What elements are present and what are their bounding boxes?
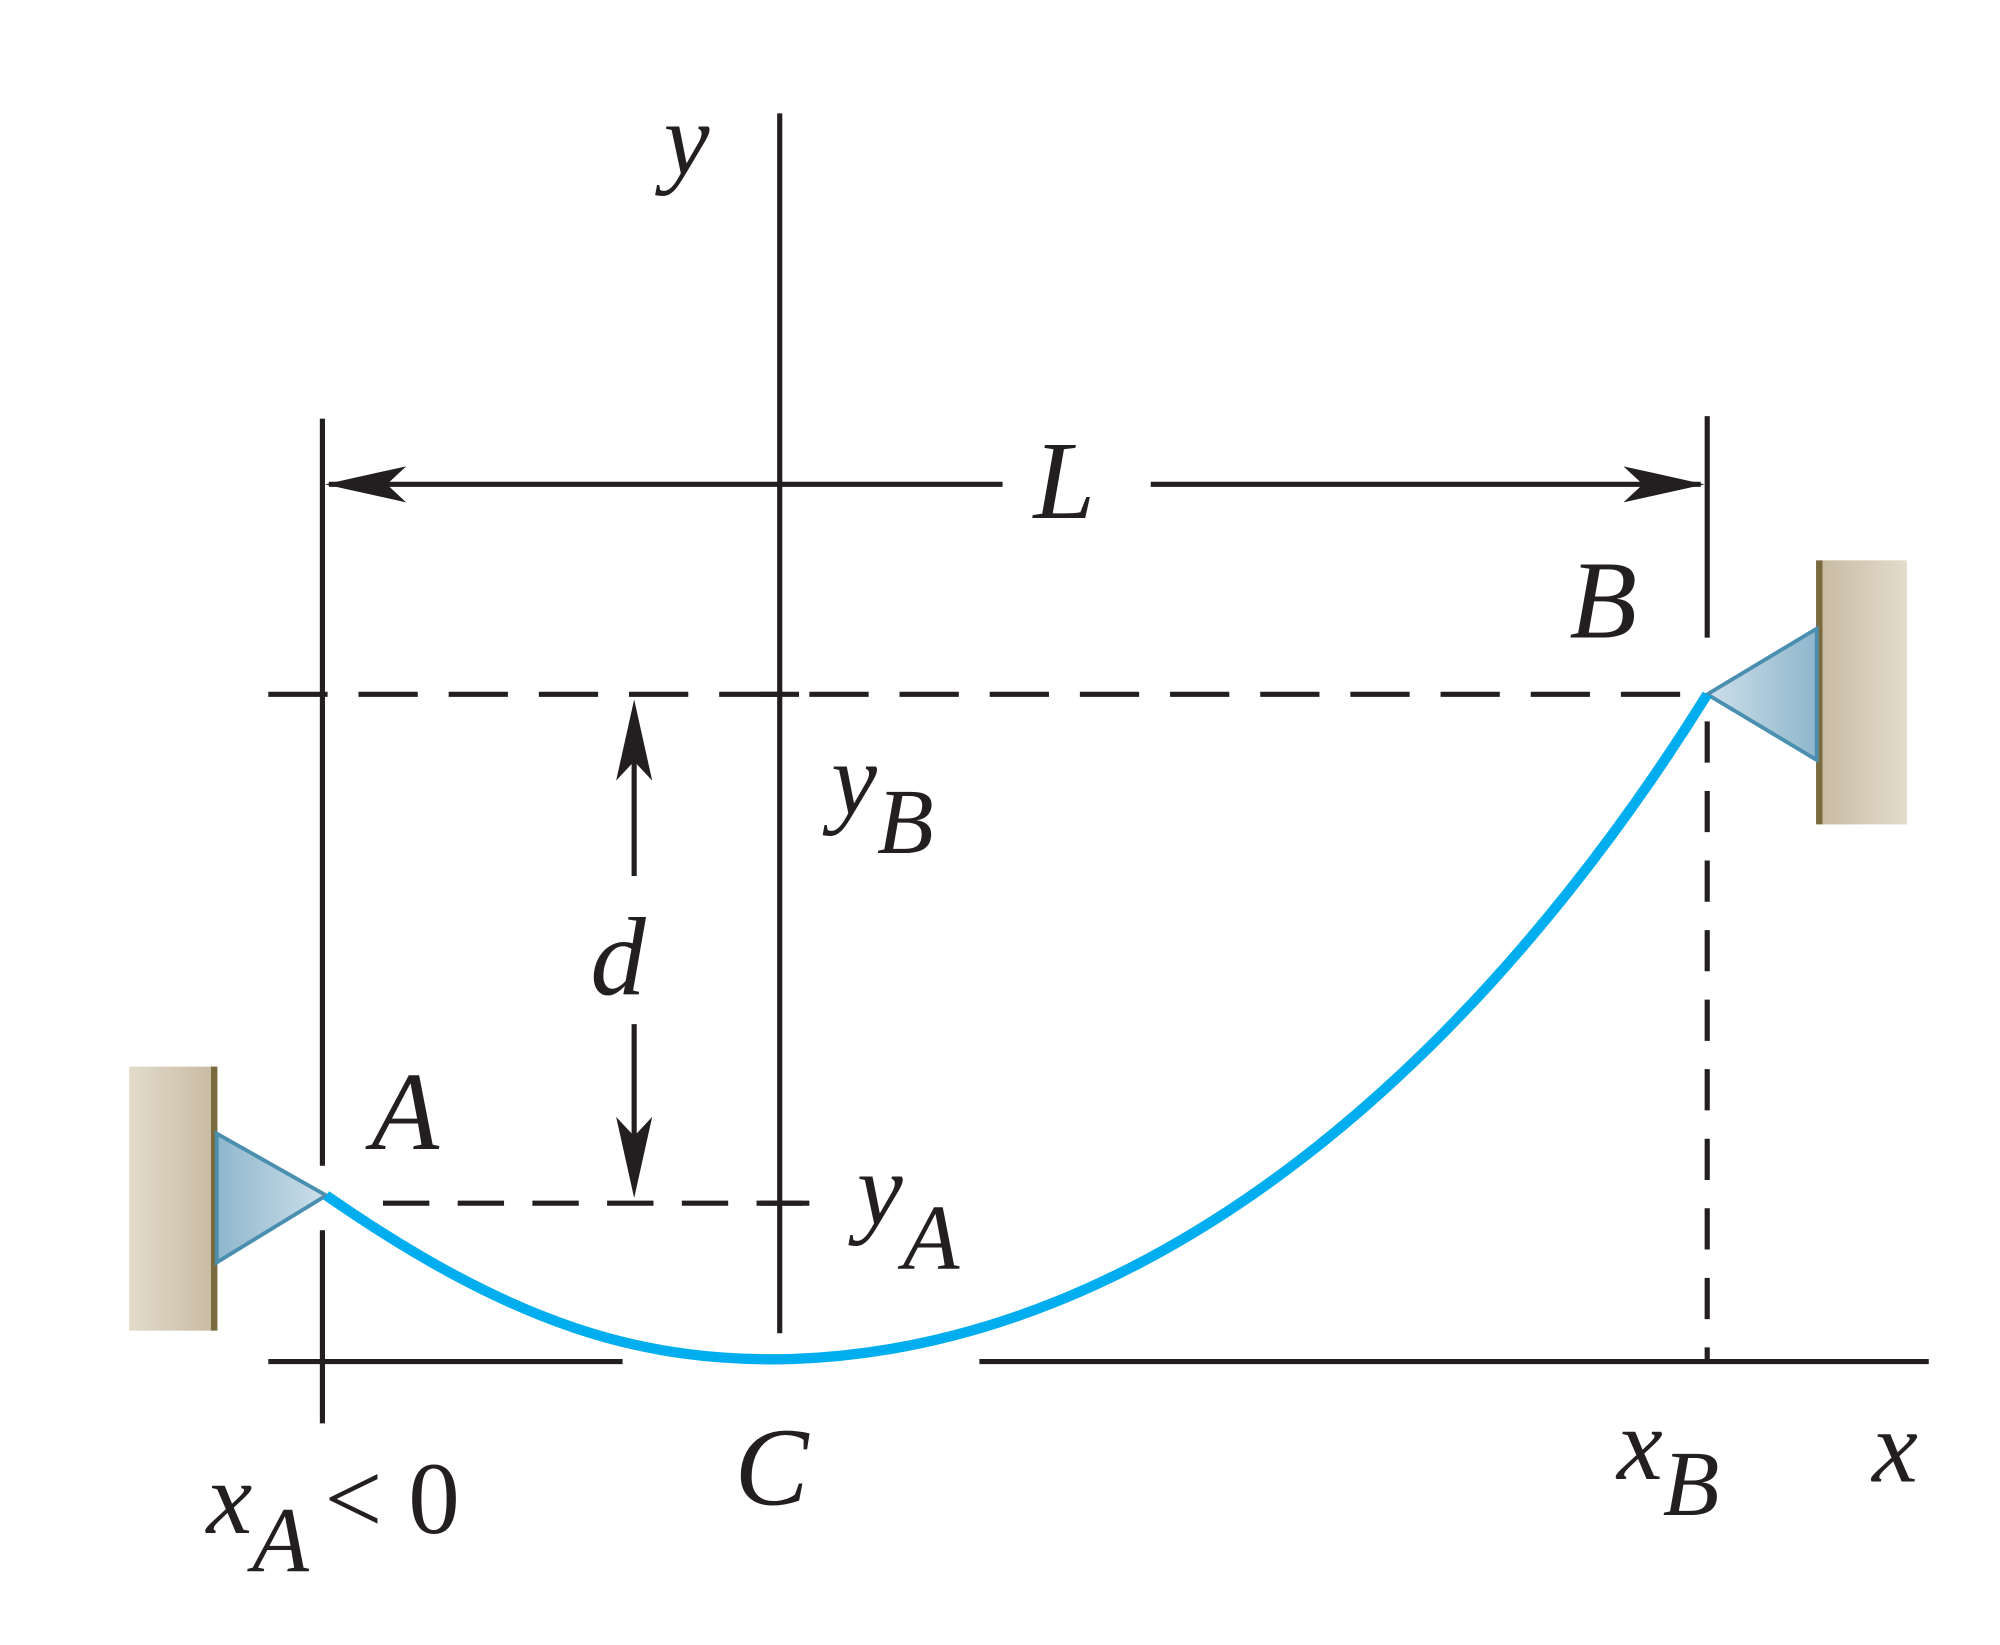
right-support bbox=[1703, 625, 1819, 764]
xa-label: xA< 0 bbox=[204, 1442, 459, 1593]
point-c-label: C bbox=[735, 1406, 810, 1529]
arrowhead-up bbox=[616, 699, 653, 781]
arrowhead-down bbox=[616, 1116, 653, 1199]
point-a-label: A bbox=[364, 1050, 440, 1173]
length-label: L bbox=[1031, 419, 1095, 542]
xb-label: xB bbox=[1615, 1388, 1719, 1536]
left-wall bbox=[129, 1066, 213, 1331]
sag-label: d bbox=[590, 895, 646, 1018]
point-b-label: B bbox=[1569, 539, 1637, 662]
ya-label: yA bbox=[848, 1133, 960, 1290]
y-axis-label: y bbox=[655, 83, 710, 197]
cable-curve bbox=[323, 691, 1712, 1365]
arrowhead-left bbox=[324, 466, 407, 503]
yb-label: yB bbox=[822, 723, 933, 874]
right-wall bbox=[1820, 560, 1907, 825]
x-axis-label: x bbox=[1870, 1390, 1918, 1504]
left-support bbox=[214, 1130, 331, 1266]
arrowhead-right bbox=[1623, 466, 1705, 503]
